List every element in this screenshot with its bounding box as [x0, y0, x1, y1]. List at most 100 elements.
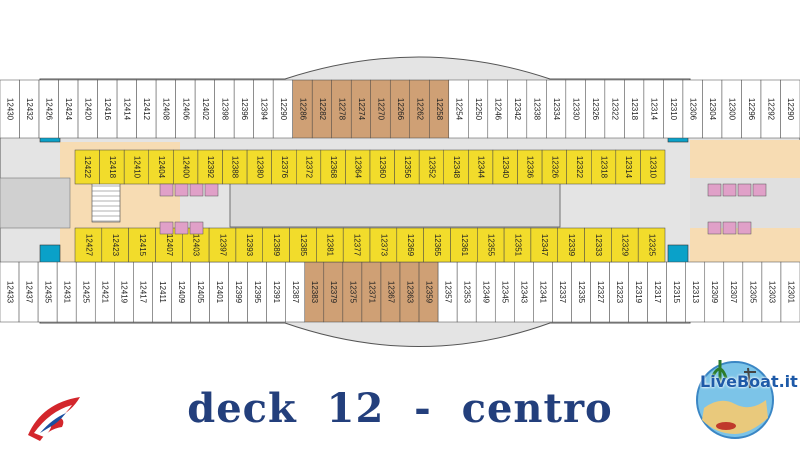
top-row-cabin-number: 12254: [454, 98, 463, 121]
bottom-row-cabin-number: 12335: [577, 281, 586, 304]
inner-top-cabin[interactable]: [443, 149, 469, 185]
top-row-cabin-number: 12266: [396, 98, 405, 121]
inner-bottom-cabin[interactable]: [128, 227, 156, 263]
deck-caption: deck 12 - centro: [0, 385, 800, 432]
inner-bottom-cabin[interactable]: [611, 227, 639, 263]
inner-top-cabin[interactable]: [271, 149, 297, 185]
inner-top-cabin-number: 12318: [599, 156, 608, 179]
top-row-cabin-number: 12286: [298, 98, 307, 121]
bottom-row-cabin-number: 12383: [310, 281, 319, 304]
inner-bottom-cabin[interactable]: [530, 227, 558, 263]
bottom-row-cabin-number: 12363: [405, 281, 414, 304]
accessible-cabin-marker: [204, 183, 219, 197]
inner-top-cabin-number: 12380: [255, 156, 264, 179]
caption-separator: -: [414, 385, 432, 432]
bottom-row-cabin-number: 12359: [424, 281, 433, 304]
bottom-row-cabin-number: 12367: [386, 281, 395, 304]
inner-bottom-cabin-number: 12403: [192, 234, 201, 257]
caption-deck-number: 12: [326, 385, 385, 432]
inner-bottom-cabin[interactable]: [369, 227, 398, 263]
inner-bottom-cabin[interactable]: [450, 227, 478, 263]
bottom-row-cabin-number: 12391: [272, 281, 281, 304]
inner-top-cabin[interactable]: [418, 149, 444, 185]
bottom-row-cabin-number: 12343: [520, 281, 529, 304]
inner-bottom-cabin[interactable]: [289, 227, 317, 263]
inner-top-cabin[interactable]: [173, 149, 199, 185]
inner-bottom-cabin-number: 12339: [567, 234, 576, 257]
top-row-cabin-number: 12396: [240, 98, 249, 121]
bottom-row-cabin-number: 12317: [653, 281, 662, 304]
inner-top-cabin-number: 12400: [182, 156, 191, 179]
inner-bottom-cabin-number: 12397: [218, 234, 227, 257]
top-row-cabin-number: 12262: [415, 98, 424, 121]
inner-top-cabin-number: 12372: [304, 156, 313, 179]
inner-top-cabin[interactable]: [394, 149, 420, 185]
top-row-cabin-number: 12258: [435, 98, 444, 121]
inner-top-cabin[interactable]: [246, 149, 272, 185]
inner-top-cabin[interactable]: [640, 149, 666, 185]
inner-top-cabin-number: 12418: [108, 156, 117, 179]
bottom-row-cabin-number: 12435: [44, 281, 53, 304]
inner-top-cabin[interactable]: [123, 149, 149, 185]
accessible-cabin-marker: [174, 183, 189, 197]
bottom-row-cabin[interactable]: [780, 261, 800, 323]
inner-top-cabin[interactable]: [541, 149, 567, 185]
inner-bottom-cabin-number: 12351: [513, 234, 522, 257]
top-row-cabin-number: 12296: [747, 98, 756, 121]
bottom-row-cabin-number: 12305: [748, 281, 757, 304]
bottom-row-cabin-number: 12379: [329, 281, 338, 304]
inner-bottom-cabin[interactable]: [637, 227, 666, 263]
top-row-cabin-number: 12402: [201, 98, 210, 121]
inner-top-cabin[interactable]: [99, 149, 125, 185]
inner-bottom-cabin[interactable]: [342, 227, 371, 263]
inner-bottom-cabin-number: 12389: [272, 234, 281, 257]
inner-bottom-cabin[interactable]: [396, 227, 424, 263]
bottom-row-cabin-number: 12433: [5, 281, 14, 304]
inner-top-cabin[interactable]: [591, 149, 617, 185]
top-row-cabin-number: 12250: [474, 98, 483, 121]
inner-top-cabin-number: 12356: [403, 156, 412, 179]
inner-top-cabin-number: 12314: [624, 156, 633, 179]
accessible-cabin-marker: [189, 221, 204, 235]
inner-bottom-cabin[interactable]: [557, 227, 585, 263]
inner-top-cabin-number: 12388: [231, 156, 240, 179]
inner-bottom-cabin-number: 12355: [487, 234, 496, 257]
inner-bottom-cabin-number: 12407: [165, 234, 174, 257]
bottom-row-cabin-number: 12303: [767, 281, 776, 304]
aft-corridor: [0, 177, 71, 229]
top-row-cabin-number: 12420: [84, 98, 93, 121]
top-row-cabin-number: 12246: [493, 98, 502, 121]
accessible-cabin-marker: [752, 183, 767, 197]
inner-bottom-cabin[interactable]: [235, 227, 263, 263]
bottom-row-cabin-number: 12319: [634, 281, 643, 304]
inner-bottom-cabin-number: 12347: [540, 234, 549, 257]
top-row-cabin-number: 12314: [650, 98, 659, 121]
inner-bottom-cabin[interactable]: [101, 227, 129, 263]
inner-top-cabin[interactable]: [74, 149, 100, 185]
top-row-cabin-number: 12334: [552, 98, 561, 121]
bottom-row-cabin-number: 12437: [24, 281, 33, 304]
inner-bottom-cabin[interactable]: [208, 227, 237, 263]
top-row-cabin-number: 12290: [786, 98, 795, 121]
inner-top-cabin[interactable]: [566, 149, 592, 185]
top-row-cabin-number: 12398: [220, 98, 229, 121]
inner-top-cabin[interactable]: [369, 149, 395, 185]
inner-bottom-cabin-number: 12427: [84, 234, 93, 257]
bottom-row-cabin-number: 12399: [234, 281, 243, 304]
top-row-cabin-number: 12408: [162, 98, 171, 121]
top-row-cabin-number: 12430: [6, 98, 15, 121]
bottom-row-cabin-number: 12411: [158, 281, 167, 303]
inner-top-cabin-number: 12352: [427, 156, 436, 179]
inner-top-cabin[interactable]: [222, 149, 248, 185]
top-row-cabin-number: 12426: [45, 98, 54, 121]
inner-bottom-cabin[interactable]: [262, 227, 290, 263]
top-row-cabin-number: 12290: [279, 98, 288, 121]
inner-bottom-cabin-number: 12361: [460, 234, 469, 257]
inner-top-cabin[interactable]: [468, 149, 494, 185]
inner-bottom-cabin[interactable]: [316, 227, 344, 263]
inner-top-cabin[interactable]: [345, 149, 371, 185]
inner-bottom-cabin[interactable]: [74, 227, 103, 263]
inner-bottom-cabin[interactable]: [503, 227, 532, 263]
bottom-row-cabin-number: 12405: [196, 281, 205, 304]
inner-top-cabin[interactable]: [320, 149, 346, 185]
